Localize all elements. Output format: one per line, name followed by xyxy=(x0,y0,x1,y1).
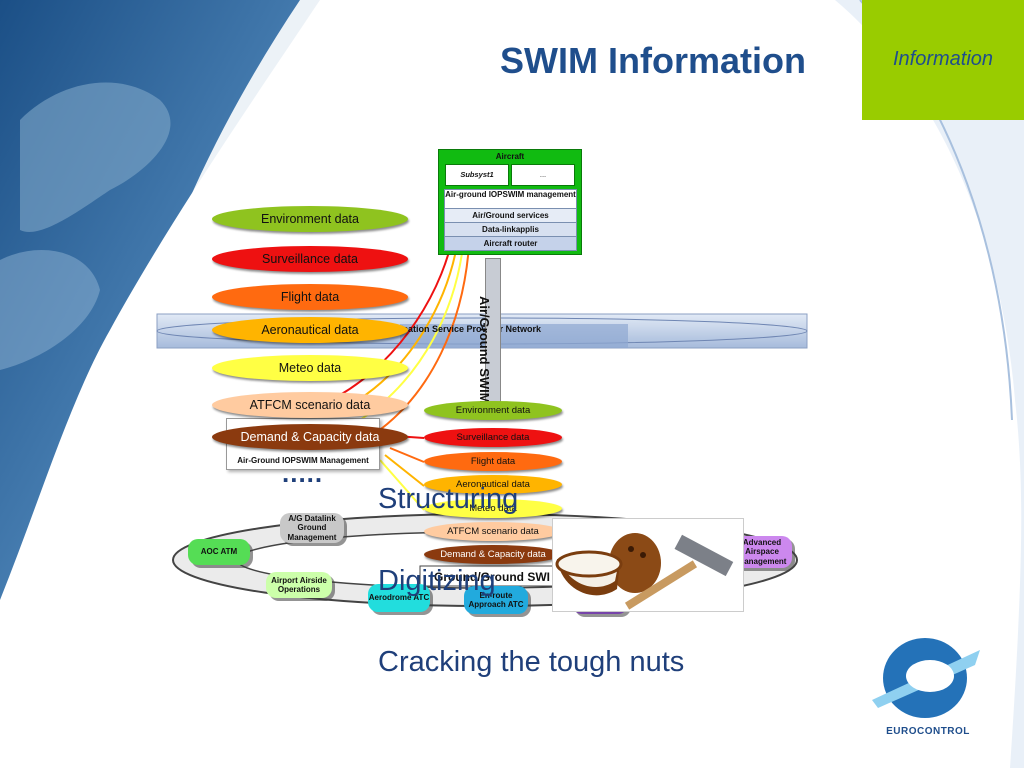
left-data-ellipse: ATFCM scenario data xyxy=(212,392,408,418)
word-digitizing: Digitizing xyxy=(378,565,496,597)
section-tag-label: Information xyxy=(892,48,994,70)
aircraft-row-management: Air-ground IOPSWIM management xyxy=(444,189,577,209)
map-land xyxy=(20,82,171,232)
right-data-ellipse: Flight data xyxy=(424,452,562,471)
aircraft-box: Aircraft Subsyst1 ... Air-ground IOPSWIM… xyxy=(438,149,582,255)
right-swoosh xyxy=(835,0,1024,768)
coconut-hammer-illustration xyxy=(552,518,744,612)
left-data-ellipse: Demand & Capacity data xyxy=(212,424,408,450)
network-label: nication Service Provider Network xyxy=(395,324,542,334)
node-ag-datalink: A/G Datalink Ground Management xyxy=(280,513,344,543)
node-aoc-atm: AOC ATM xyxy=(188,539,250,565)
right-data-ellipse: ATFCM scenario data xyxy=(424,522,562,541)
aircraft-row-router: Aircraft router xyxy=(444,236,577,251)
right-data-ellipse: Meteo data xyxy=(424,499,562,518)
node-enroute-approach-atc: En-route Approach ATC xyxy=(464,586,528,614)
map-land-2 xyxy=(0,250,100,370)
aircraft-row-services: Air/Ground services xyxy=(444,208,577,223)
left-data-ellipse: Surveillance data xyxy=(212,246,408,272)
ground-swim-label: Ground/Ground SWI xyxy=(434,570,550,584)
air-ground-swim-label: Air/Ground SWIM xyxy=(477,296,492,404)
word-structuring: Structuring xyxy=(378,483,519,515)
section-tag: Information xyxy=(862,0,1024,120)
white-swoosh-1 xyxy=(109,0,330,768)
eurocontrol-logo xyxy=(872,638,980,718)
caption: Cracking the tough nuts xyxy=(378,646,685,678)
right-data-ellipse: Demand & Capacity data xyxy=(424,545,562,564)
continuation-dots: ..... xyxy=(282,458,324,488)
left-data-ellipse: Aeronautical data xyxy=(212,317,408,343)
right-data-ellipse: Surveillance data xyxy=(424,428,562,447)
node-aerodrome-atc: Aerodrome ATC xyxy=(368,584,430,612)
aircraft-row-datalink: Data-linkapplis xyxy=(444,222,577,237)
left-data-ellipse: Meteo data xyxy=(212,355,408,381)
page-title: SWIM Information xyxy=(500,40,806,81)
aircraft-title: Aircraft xyxy=(495,152,525,161)
right-data-ellipse: Aeronautical data xyxy=(424,475,562,494)
right-data-ellipse: Environment data xyxy=(424,401,562,420)
left-data-ellipse: Flight data xyxy=(212,284,408,310)
aircraft-ellipsis: ... xyxy=(511,164,575,186)
aircraft-subsystem: Subsyst1 xyxy=(445,164,509,186)
left-data-ellipse: Environment data xyxy=(212,206,408,232)
coconut-hammer-icon xyxy=(555,533,734,610)
logo-text: EUROCONTROL xyxy=(886,726,970,737)
node-airport-airside: Airport Airside Operations xyxy=(266,572,332,598)
iopswim-management-label: Air-Ground IOPSWIM Management xyxy=(237,456,369,465)
